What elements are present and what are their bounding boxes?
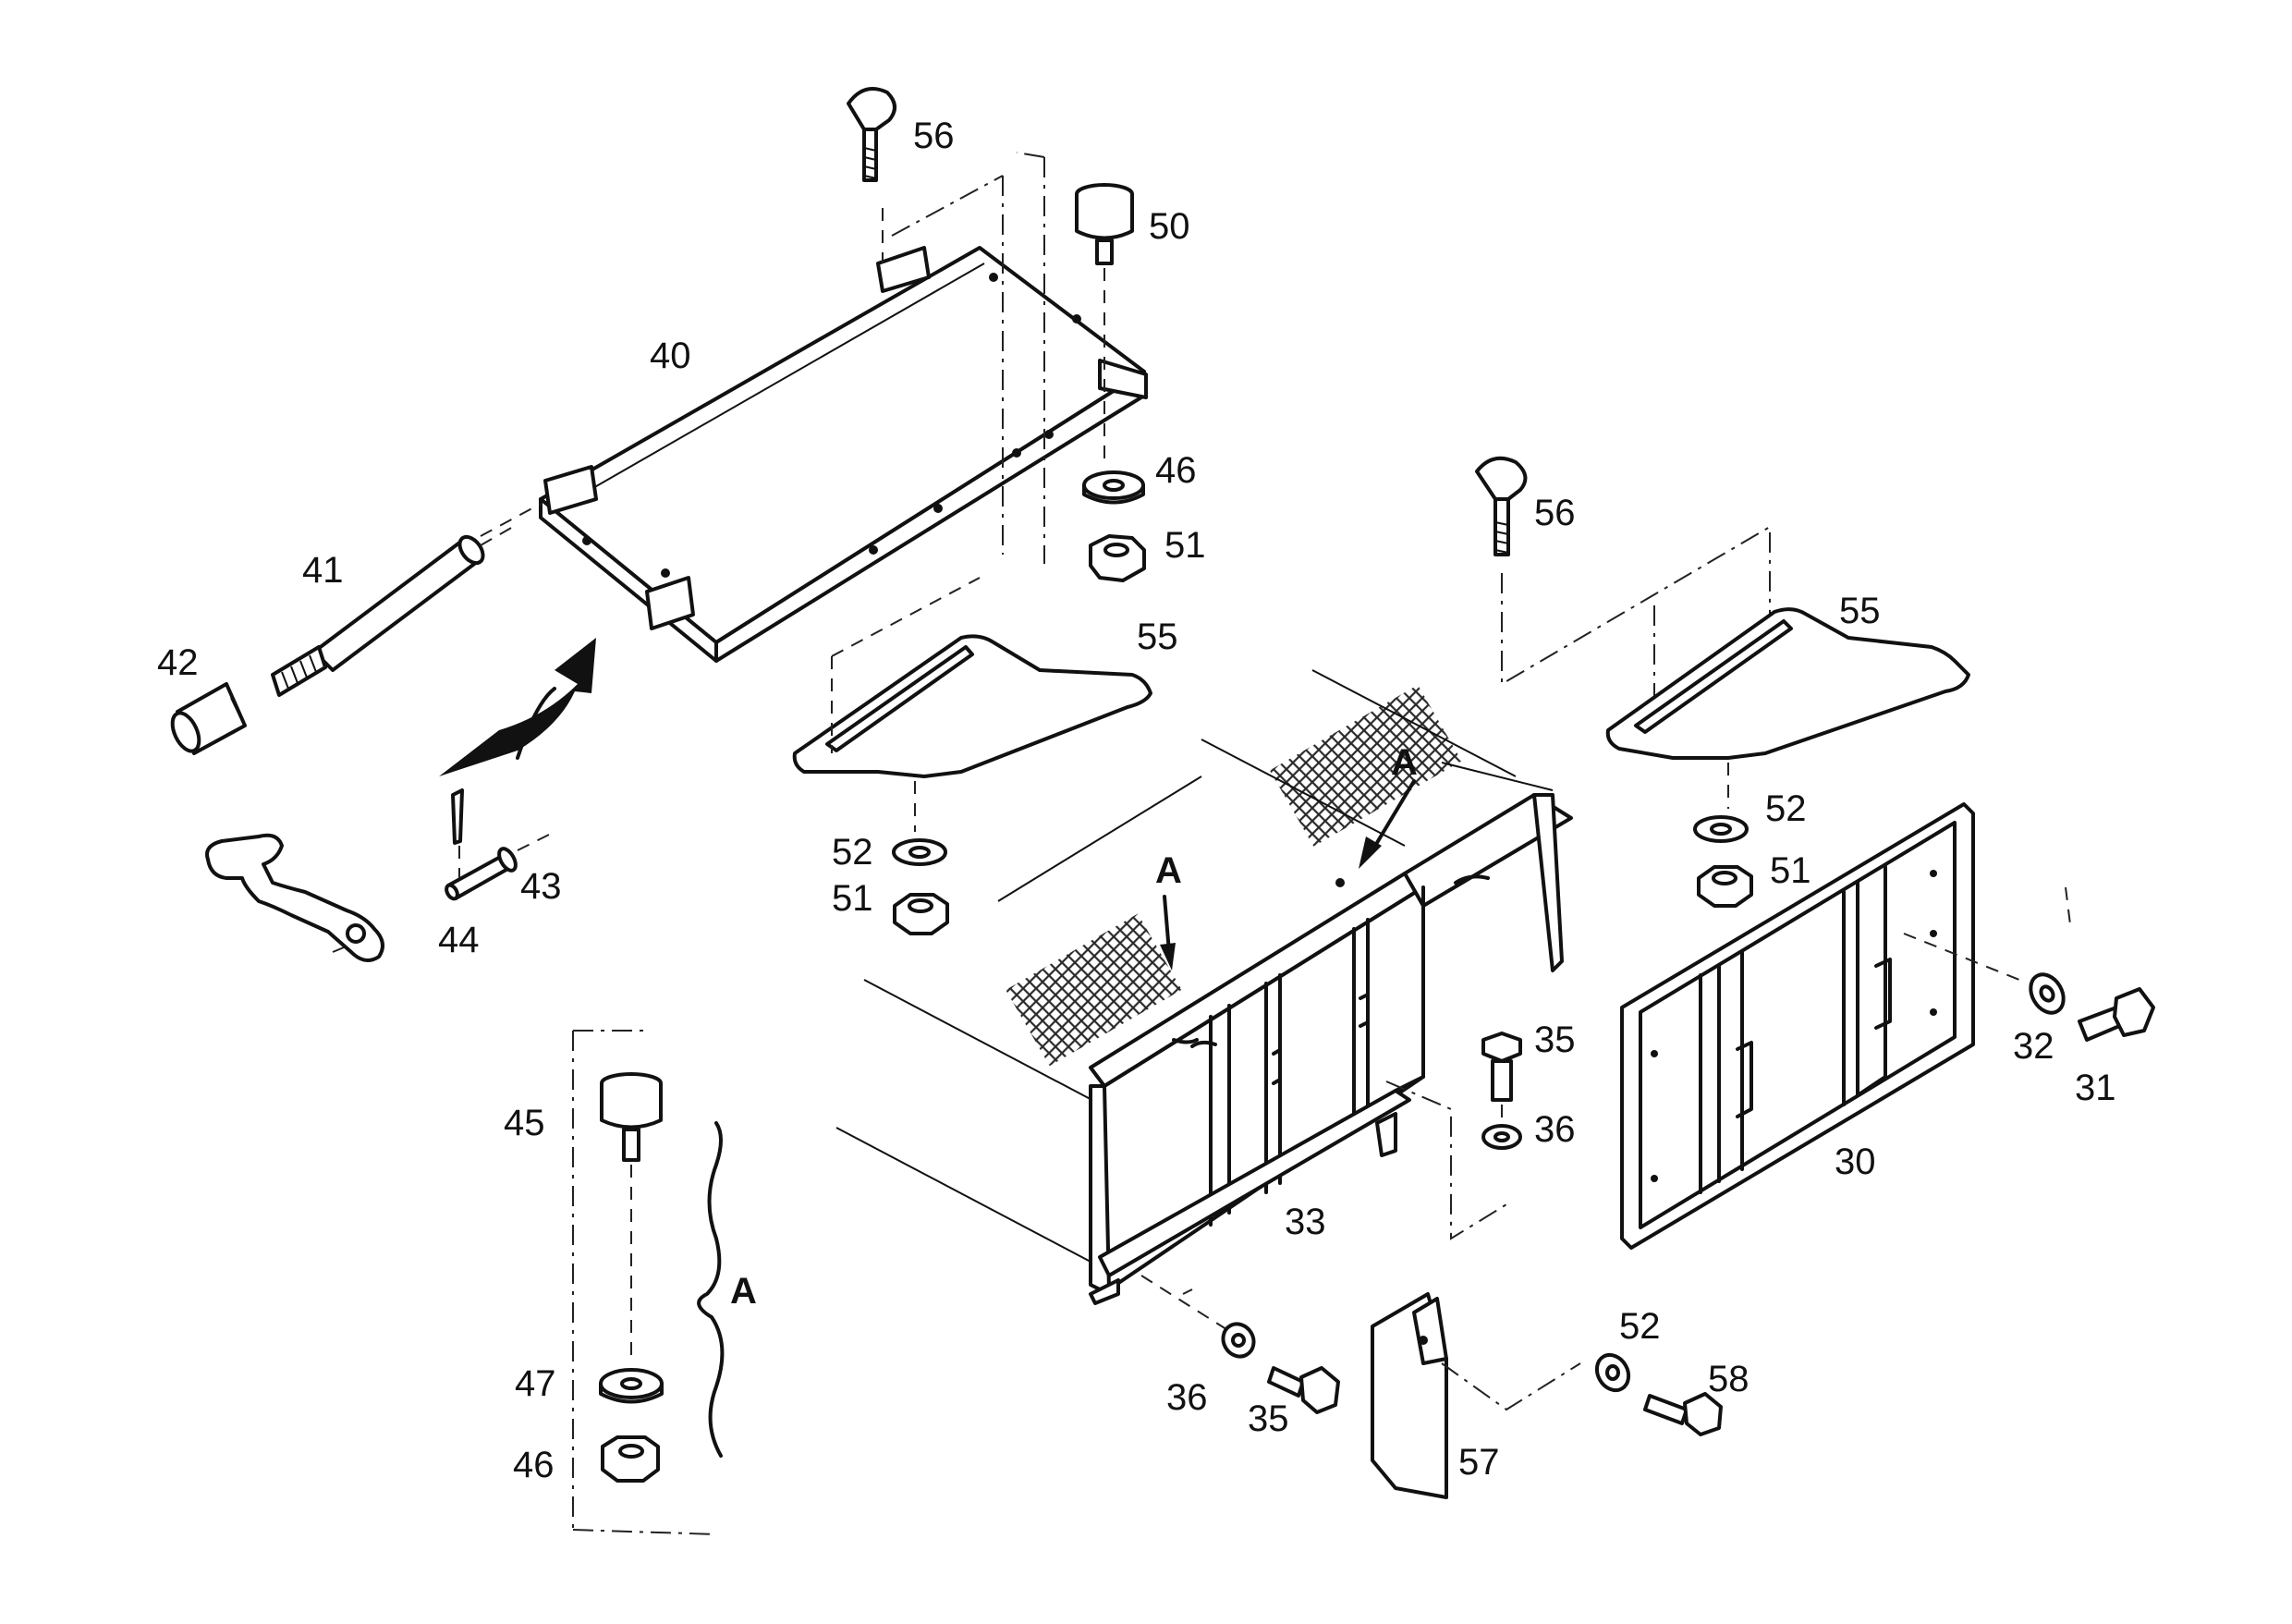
part-51-nut-right: [1697, 865, 1753, 908]
part-44-handle: [205, 833, 384, 962]
part-51-nut-left: [893, 893, 949, 935]
part-55-plate-left: [792, 577, 1152, 832]
callout-55-left: 55: [1137, 617, 1178, 657]
part-31-bolt: [2078, 987, 2155, 1042]
callout-43: 43: [520, 866, 562, 907]
view-arrow-a-left: [1160, 895, 1176, 971]
callout-35-middle: 35: [1534, 1020, 1576, 1060]
part-35-bolt-bottom: [1267, 1366, 1340, 1414]
callout-32: 32: [2013, 1026, 2054, 1067]
part-43-pin: [445, 788, 555, 901]
detail-a-group: [572, 1030, 725, 1535]
callout-35-bottom: 35: [1248, 1398, 1289, 1439]
part-50-knob: [1075, 183, 1134, 467]
callout-36-bottom: 36: [1166, 1377, 1208, 1418]
part-46-nut-lower: [601, 1435, 660, 1483]
part-32-washer: [2029, 972, 2066, 1015]
callout-40: 40: [650, 336, 691, 376]
view-arrow-a-right: [1359, 779, 1416, 869]
part-36-washer-bottom: [1221, 1322, 1256, 1359]
assembly-arrow: [439, 638, 596, 776]
callout-a-detail: A: [730, 1271, 757, 1312]
callout-44: 44: [438, 920, 480, 960]
callout-a-left: A: [1155, 850, 1182, 891]
part-52-washer-left: [892, 838, 947, 866]
callout-55-right: 55: [1839, 591, 1881, 631]
callout-47: 47: [515, 1363, 556, 1404]
callout-56-right: 56: [1534, 493, 1576, 533]
callout-57: 57: [1458, 1442, 1500, 1483]
callout-45: 45: [504, 1103, 545, 1143]
callout-46-upper: 46: [1155, 450, 1197, 491]
callout-51-left: 51: [832, 878, 873, 919]
callout-36-middle: 36: [1534, 1109, 1576, 1150]
callout-50: 50: [1149, 206, 1190, 247]
callout-41: 41: [302, 550, 344, 591]
callout-labels: 56 50 40 46 51 41 42 55 56 55 52 51 43 4…: [157, 116, 2116, 1485]
part-55-plate-right: [1605, 607, 1970, 809]
part-35-bolt-middle: [1481, 1032, 1522, 1102]
part-42-sleeve: [170, 682, 247, 755]
callout-52-right: 52: [1765, 788, 1807, 829]
part-33-main-box: [835, 669, 1573, 1332]
callout-51-right: 51: [1770, 850, 1811, 891]
callout-31: 31: [2075, 1068, 2116, 1108]
part-30-door-panel: [1620, 802, 2071, 1250]
callout-52-left: 52: [832, 832, 873, 873]
part-46-washer-upper: [1082, 470, 1145, 505]
callout-51-upper: 51: [1164, 525, 1206, 566]
part-36-washer-middle: [1481, 1105, 1522, 1150]
part-52-washer-right: [1693, 815, 1749, 843]
part-56-bolt-right: [1475, 456, 1771, 702]
part-57-bracket: [1371, 1292, 1581, 1499]
callout-a-right: A: [1391, 742, 1418, 783]
part-51-nut-upper: [1089, 534, 1146, 582]
part-41-shaft: [271, 526, 514, 697]
callout-52-bottom: 52: [1619, 1306, 1661, 1347]
part-52-washer-bottom: [1594, 1352, 1631, 1393]
callout-30: 30: [1835, 1142, 1876, 1182]
callout-58: 58: [1708, 1359, 1749, 1399]
callout-46-lower: 46: [513, 1445, 555, 1485]
callout-33: 33: [1285, 1202, 1326, 1242]
part-45-knob: [600, 1072, 663, 1363]
part-40-top-plate: [480, 152, 1148, 663]
callout-42: 42: [157, 642, 199, 683]
part-56-bolt-top: [847, 87, 896, 263]
part-47-washer: [599, 1368, 664, 1404]
part-58-bolt: [1643, 1392, 1723, 1436]
callout-56-top: 56: [913, 116, 955, 156]
